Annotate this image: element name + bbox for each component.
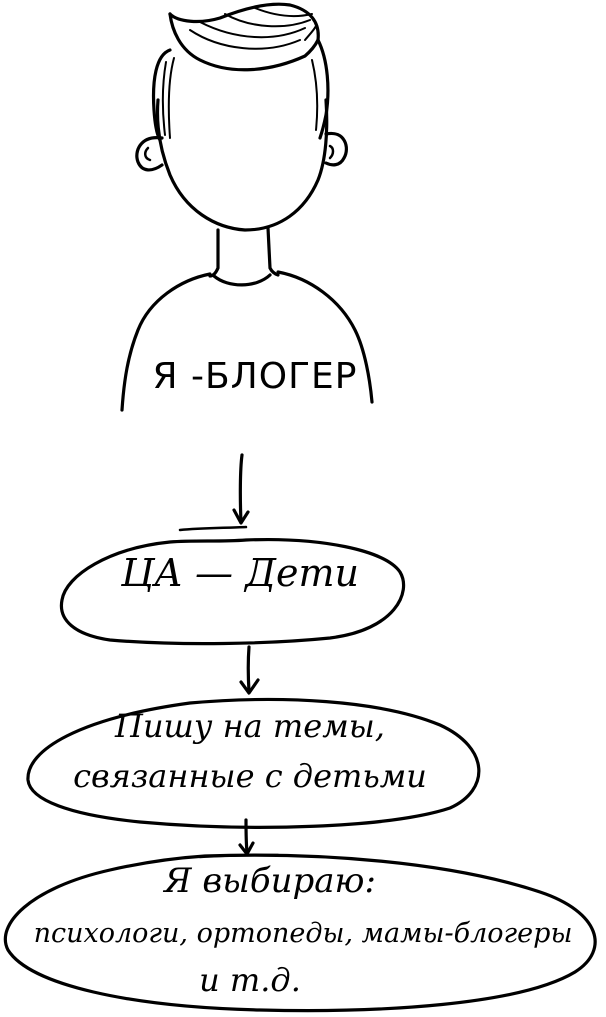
node-choice-label-line2: психологи, ортопеды, мамы-блогеры	[33, 918, 573, 949]
node-target-audience-ellipse	[59, 537, 406, 646]
node-choice-label-line3: и т.д.	[199, 961, 301, 999]
person-label: Я -БЛОГЕР	[152, 356, 358, 397]
node-topics-label-line2: связанные с детьми	[73, 757, 427, 795]
arrow-down-icon	[239, 645, 260, 695]
node-choice-ellipse	[3, 853, 597, 1013]
node-topics-ellipse	[26, 697, 481, 829]
node-topics-label-line1: Пишу на темы,	[115, 707, 385, 745]
arrow-down-icon	[178, 453, 250, 532]
faceless-person-icon	[120, 2, 374, 412]
node-choice-label-line1: Я выбираю:	[164, 861, 376, 901]
node-target-audience-label: ЦА — Дети	[121, 551, 359, 595]
